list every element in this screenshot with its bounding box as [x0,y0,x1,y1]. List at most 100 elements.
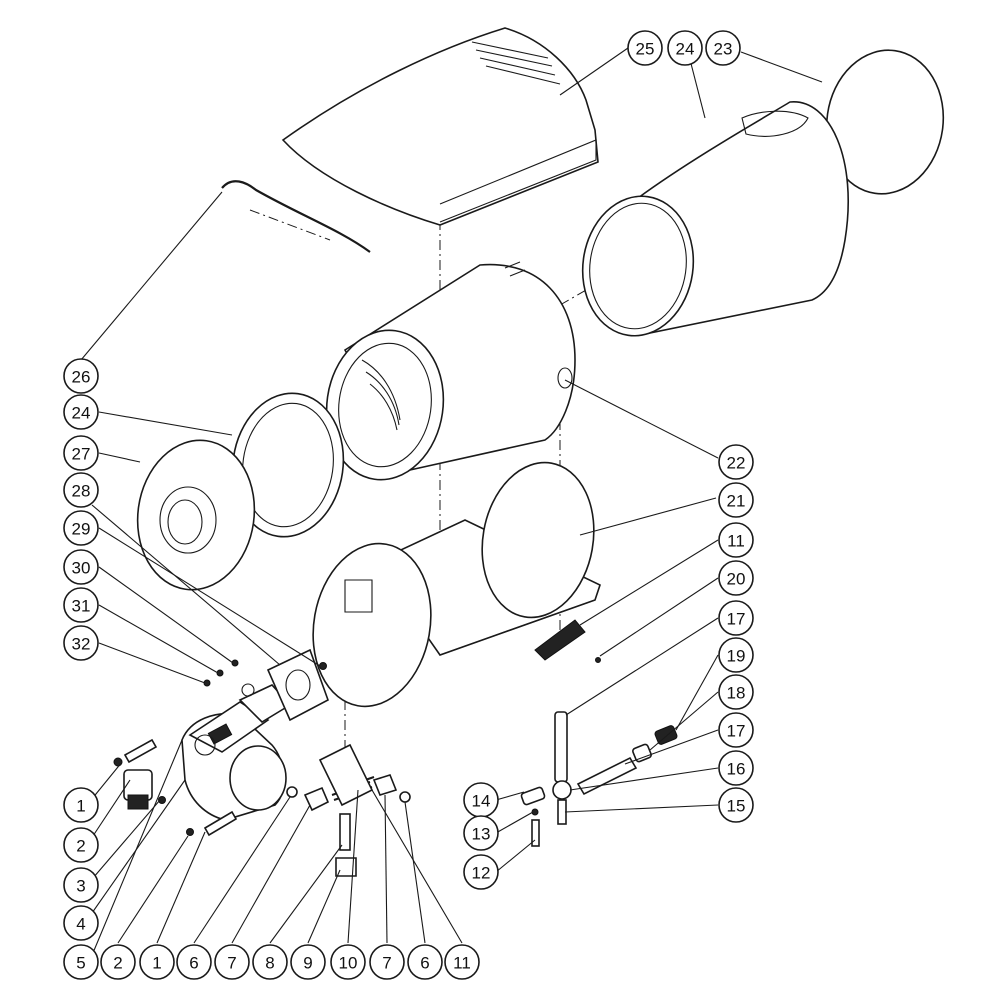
callout-c26: 26 [63,358,99,394]
callout-number: 11 [727,532,745,551]
callout-circle [63,944,99,980]
callout-number: 8 [265,954,274,973]
part-nipple-1-upper [123,738,158,764]
callout-number: 16 [727,760,746,779]
part-gasket-plate [266,648,329,722]
callout-circle [214,944,250,980]
callout-circle [718,750,754,786]
leader-lines [80,47,823,961]
part-nut-18 [632,743,652,763]
callout-number: 1 [152,954,161,973]
callout-number: 25 [636,40,655,59]
part-fitting-3 [158,796,166,804]
part-oring-6-left [286,786,298,798]
part-oring-6-right [399,791,411,803]
callout-circle [63,827,99,863]
callout-c24b: 24 [63,394,99,430]
callout-circle [718,444,754,480]
part-filter-bowl [127,794,149,810]
callout-circle [63,358,99,394]
callout-circle [705,30,741,66]
callout-c8: 8 [252,944,288,980]
callout-c10: 10 [330,944,366,980]
callout-circle [252,944,288,980]
part-outer-sleeve [581,101,849,337]
part-tube-17-horizontal [576,756,638,796]
callout-number: 5 [76,954,85,973]
callout-number: 21 [727,492,746,511]
callout-number: 2 [76,837,85,856]
callout-number: 13 [472,825,491,844]
part-nipple-1-lower [203,810,238,837]
callout-c13: 13 [463,815,499,851]
callout-number: 32 [72,635,91,654]
callout-circle [718,482,754,518]
part-seal-strip [221,180,371,253]
callout-circle [63,394,99,430]
callout-c31: 31 [63,587,99,623]
callout-c27: 27 [63,435,99,471]
callout-number: 30 [72,559,91,578]
callout-number: 23 [714,40,733,59]
callout-c5: 5 [63,944,99,980]
part-frame [312,461,601,708]
callout-circle [63,787,99,823]
callout-c11r: 11 [718,522,754,558]
part-tee-9 [335,857,357,877]
part-pipe-8 [339,813,351,851]
callout-number: 11 [453,954,471,973]
callout-circle [63,549,99,585]
part-elbow-14 [520,786,546,806]
callout-c12: 12 [463,854,499,890]
part-nut-29 [319,662,327,670]
callout-number: 12 [472,864,491,883]
callout-c6b: 6 [407,944,443,980]
callout-c11b: 11 [444,944,480,980]
callout-circle [444,944,480,980]
callout-circle [63,472,99,508]
callout-circle [63,587,99,623]
callout-number: 6 [189,954,198,973]
callout-c16: 16 [718,750,754,786]
callout-circle [139,944,175,980]
callout-number: 28 [72,482,91,501]
callout-c15: 15 [718,787,754,823]
callout-number: 17 [727,610,746,629]
callout-number: 24 [676,40,695,59]
part-end-plate [136,439,256,591]
callout-number: 24 [72,404,91,423]
part-clip-11 [318,743,374,807]
callout-number: 26 [72,368,91,387]
callout-number: 27 [72,445,91,464]
callout-c20: 20 [718,560,754,596]
fuel-fittings-group [520,711,678,847]
part-tube-17-vertical [554,711,568,783]
callout-circle [718,522,754,558]
callout-circle [718,560,754,596]
callout-c28: 28 [63,472,99,508]
callout-c9: 9 [290,944,326,980]
part-fitting-2-lower [186,828,194,836]
callout-c23: 23 [705,30,741,66]
callout-number: 6 [420,954,429,973]
part-end-disc [825,49,945,195]
callout-circle [627,30,663,66]
callout-circle [369,944,405,980]
callout-circle [407,944,443,980]
callout-number: 19 [727,647,746,666]
callout-circle [63,867,99,903]
callout-circle [718,637,754,673]
callout-number: 4 [76,915,85,934]
callout-number: 1 [76,797,85,816]
callout-c22: 22 [718,444,754,480]
part-top-cover [281,27,599,226]
callout-c3: 3 [63,867,99,903]
callout-c4: 4 [63,905,99,941]
callout-circle [63,625,99,661]
callout-number: 9 [303,954,312,973]
part-elbow-7-right [372,774,398,796]
callout-circle [63,905,99,941]
callout-circle [718,600,754,636]
